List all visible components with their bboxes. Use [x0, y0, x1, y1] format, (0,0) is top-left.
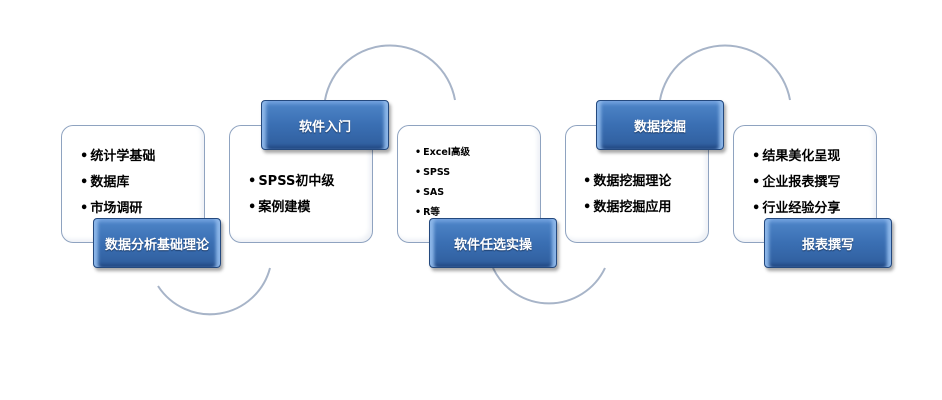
list-item: 案例建模 [248, 195, 334, 221]
list-item: 数据挖掘应用 [583, 195, 671, 221]
list-item: SPSS [415, 163, 470, 183]
list-item: R等 [415, 203, 470, 223]
list-item: Excel高级 [415, 143, 470, 163]
step-label-1: 数据分析基础理论 [93, 218, 221, 268]
arc-connector [659, 44, 791, 101]
arc-connector [157, 267, 271, 316]
step-label-5: 报表撰写 [764, 218, 892, 268]
step-label-4: 数据挖掘 [596, 100, 724, 150]
arc-connector [492, 267, 606, 305]
step-label-2: 软件入门 [261, 100, 389, 150]
list-item: 市场调研 [80, 196, 155, 222]
list-item: 统计学基础 [80, 144, 155, 170]
list-item: 结果美化呈现 [752, 144, 840, 170]
list-item: 数据库 [80, 170, 155, 196]
arc-connector [324, 44, 456, 101]
list-item: SAS [415, 183, 470, 203]
list-item: SPSS初中级 [248, 169, 334, 195]
step-label-3: 软件任选实操 [429, 218, 557, 268]
list-item: 行业经验分享 [752, 196, 840, 222]
list-item: 数据挖掘理论 [583, 169, 671, 195]
list-item: 企业报表撰写 [752, 170, 840, 196]
